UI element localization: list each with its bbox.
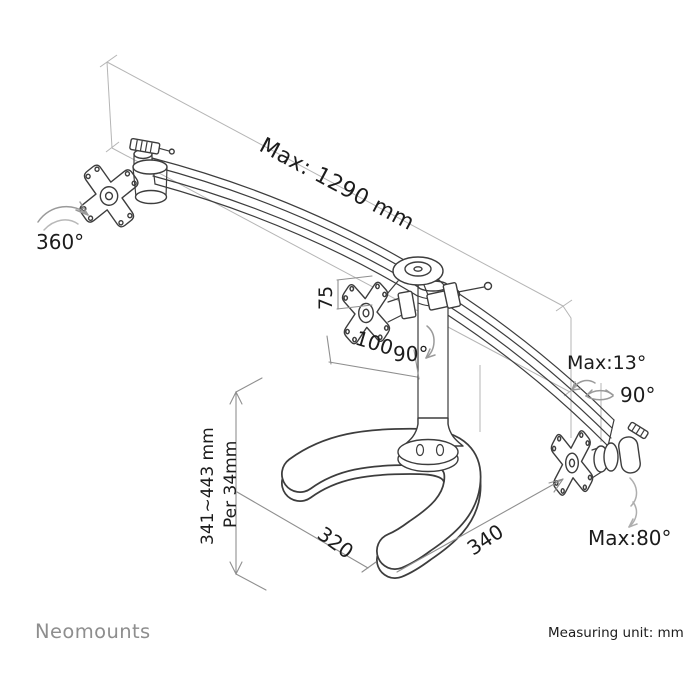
label-swivel-right: 90°: [620, 383, 655, 407]
label-pole-rotation: 90°: [393, 342, 428, 366]
footer: Neomounts Measuring unit: mm: [35, 620, 684, 643]
center-mount: [381, 257, 492, 312]
label-base-depth: 320: [313, 522, 358, 564]
brand-wordmark: Neomounts: [35, 620, 151, 643]
swivel-360-icon: [37, 201, 89, 231]
dimension-annotations: [37, 201, 638, 591]
label-tilt-max: Max:13°: [567, 352, 646, 374]
construction-lines: [99, 54, 602, 442]
center-plate-bracket: [387, 291, 416, 323]
swivel-90-icon: [585, 389, 614, 401]
dimension-labels: Max: 1290 mm 360° 75 100 90° Max:13° 90°…: [36, 133, 672, 563]
measuring-unit-note: Measuring unit: mm: [548, 625, 684, 641]
label-base-width: 340: [463, 519, 508, 560]
label-height-range: 341~443 mm: [198, 427, 218, 545]
label-rotation-right: Max:80°: [588, 526, 672, 550]
desk-base: [281, 427, 482, 579]
tilt-13-icon: [571, 379, 596, 391]
label-height-step: Per 34mm: [221, 441, 241, 528]
label-swivel-left: 360°: [36, 230, 84, 254]
left-clamp: [130, 138, 176, 203]
label-max-width: Max: 1290 mm: [255, 133, 418, 236]
rotate-80-icon: [628, 477, 638, 528]
right-clamp: [591, 422, 649, 479]
pole-rotation-icon: [425, 325, 436, 359]
label-vesa-height: 75: [315, 286, 337, 310]
